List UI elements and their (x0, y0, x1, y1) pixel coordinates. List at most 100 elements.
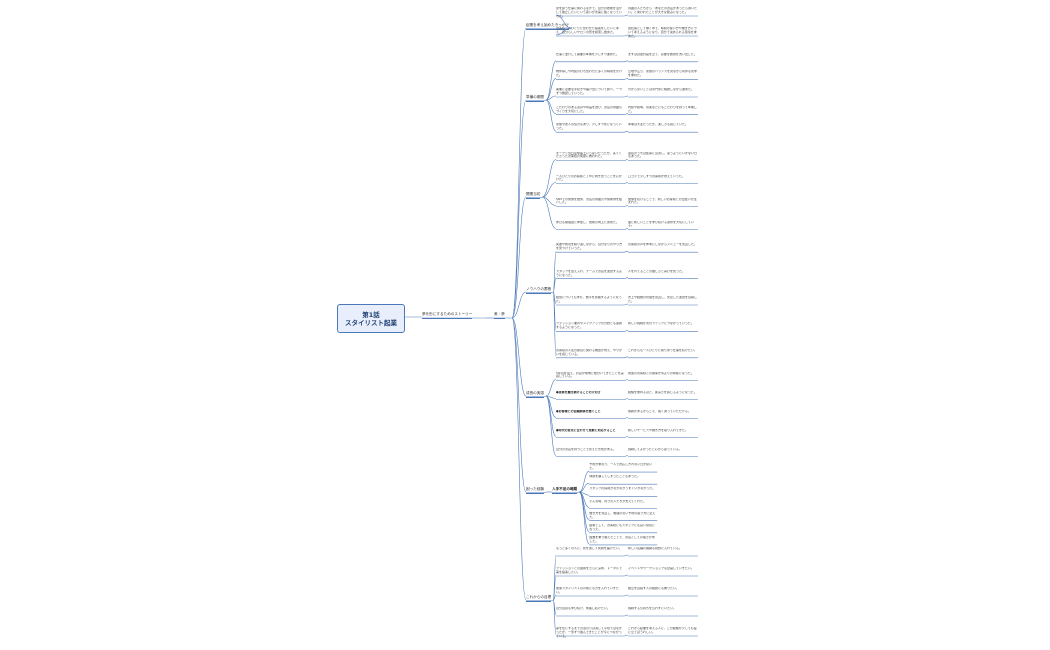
item-node[interactable]: 失敗や成功を繰り返しながら、自分なりのやり方を見つけていった。 (556, 243, 623, 251)
item-node[interactable]: 開業に必要な手続きや届け出について調べ、一つずつ確認していった。 (556, 88, 622, 95)
item-node[interactable]: お客様一人ひとりに合わせた提案をしたいと考え、自分らしいサロンの形を模索し始めた… (556, 27, 619, 34)
item-node[interactable]: 夢を形にするまでの道のりは決して平坦ではなかったが、一歩ずつ進んできたことが今に… (556, 627, 622, 638)
connector (511, 291, 527, 319)
leaf-node[interactable]: 新しい挑戦が次のステップにつながっていった。 (628, 322, 694, 326)
connector (623, 455, 629, 457)
connector (623, 574, 629, 577)
leaf-node[interactable]: 独立を目指す人の相談にも乗りたい。 (628, 587, 680, 590)
branch-label[interactable]: これからの目標 (526, 595, 552, 602)
item-node[interactable]: ●技術を磨き続けることの大切さ (556, 390, 601, 394)
item-node[interactable]: 自分自身も学び続け、成長し続けたい。 (556, 607, 610, 610)
connector (511, 317, 527, 493)
connector (578, 491, 590, 533)
sub-hub-node[interactable]: 美・夢 (494, 312, 505, 319)
connector (578, 491, 590, 545)
leaf-node[interactable]: お客様の声を参考にしながらメニューを見直した。 (628, 243, 698, 247)
connector (552, 599, 557, 636)
connector (623, 130, 629, 133)
leaf-node[interactable]: 常連のお客様との関係が何よりの財産になった。 (628, 371, 694, 375)
leaf-node[interactable]: 立地や広さ、家賃のバランスを見ながら何件も見学を重ねた。 (628, 70, 697, 78)
leaf-node[interactable]: 経験を重ねるほど、奥深さを感じるようになった。 (628, 390, 697, 394)
leaf-node[interactable]: 常に新しいことを学び続ける姿勢を大切にしている。 (628, 220, 694, 228)
connector (623, 356, 629, 359)
connector (623, 14, 629, 17)
item-node[interactable]: 体調を崩してしまったこともあった。 (589, 475, 640, 479)
item-node[interactable]: そんな時、周りの人たちが支えてくれた。 (589, 499, 646, 503)
root-node[interactable]: 第1話 スタイリスト起業 (337, 304, 405, 333)
item-node[interactable]: お客様の人生の節目に関わる機会が増え、やりがいを感じている。 (556, 348, 623, 356)
item-node[interactable]: スタッフを迎え入れ、チームでお店を運営するようになった。 (556, 269, 622, 277)
leaf-node[interactable]: 人を育てることの難しさと喜びを知った。 (628, 269, 685, 273)
item-node[interactable]: ファッションとの連携をさらに深め、トータルで美を提案したい。 (556, 567, 622, 574)
branch-label[interactable]: 起業を考え始めたきっかけ (526, 23, 569, 30)
leaf-node[interactable]: 周囲の人たちから「あなたのお店があったら通いたい」と言われたことが大きな励みにな… (628, 7, 698, 14)
item-node[interactable]: 後輩スタイリストの育成にも力を入れていきたい。 (556, 587, 619, 594)
connector (623, 303, 629, 306)
item-node[interactable]: こだわりのある道具や商品を選び、お店の雰囲気づくりを大切にした。 (556, 105, 623, 113)
leaf-node[interactable]: 会社員として働く中で、時間の使い方や働き方について考えるようになり、自分で決めら… (628, 27, 697, 38)
item-node[interactable]: 家族や友人の協力もあり、少しずつ形になっていった。 (556, 123, 622, 131)
leaf-node[interactable]: 新しい店舗の展開も視野に入れている。 (628, 547, 682, 550)
connector (623, 398, 629, 400)
leaf-node[interactable]: 売上や経費の管理を見直し、安定した運営を目指した。 (628, 296, 698, 303)
leaf-node[interactable]: 発信を続けることで、新しいお客様との出会いが生まれた。 (628, 197, 697, 205)
connector (623, 250, 629, 253)
item-node[interactable]: 髪を扱う仕事に携わるなかで、自分の技術を活かして独立したいという思いが次第に強く… (556, 7, 622, 18)
item-node[interactable]: SNSでの発信を始め、お店の雰囲気や施術例を紹介した。 (556, 197, 623, 205)
item-node[interactable]: 困難を乗り越えたことで、お店としての強さが増した。 (589, 535, 655, 543)
connector (623, 436, 629, 438)
root-line2: スタイリスト起業 (345, 318, 397, 327)
connector (545, 379, 557, 397)
item-node[interactable]: 5年目を迎え、お店が地域に根付いてきたことを実感している。 (556, 371, 624, 379)
item-node[interactable]: 仕事と並行して開業の準備を少しずつ進めた。 (556, 52, 619, 56)
item-node[interactable]: 経営についても学び、数字を意識するようになった。 (556, 296, 622, 303)
connector (623, 379, 629, 381)
item-node[interactable]: ●時代の変化に合わせて柔軟に対応すること (556, 428, 616, 432)
item-node[interactable]: 自分のお店を持つことで見えた景色がある。 (556, 447, 616, 451)
leaf-node[interactable]: 信頼があるからこそ、長く通っていただける。 (628, 409, 691, 413)
leaf-node[interactable]: まずは資金計画を立て、必要な費用を洗い出した。 (628, 52, 697, 56)
branch-label[interactable]: ノウハウの蓄積 (526, 287, 552, 294)
item-node[interactable]: スタッフの採用がなかなかうまくいかなかった。 (589, 487, 656, 491)
item-node[interactable]: 休日も勉強会に参加し、技術の向上に努めた。 (556, 220, 620, 224)
leaf-node[interactable]: これから起業を考える人に、この経験が少しでも役に立てばうれしい。 (628, 627, 697, 634)
connector (545, 395, 557, 456)
item-node[interactable]: オープン当日は緊張でいっぱいだったが、来てくださったお客様の笑顔に救われた。 (556, 151, 622, 159)
connector (545, 95, 557, 101)
leaf-node[interactable]: 挑戦してよかったと心から思っている。 (628, 447, 682, 451)
connector (553, 594, 557, 601)
connector (623, 554, 629, 557)
item-node[interactable]: ●お客様との信頼関係を築くこと (556, 409, 601, 413)
connector (623, 614, 629, 617)
leaf-node[interactable]: これからも一人ひとりに寄り添う仕事を続けたい。 (628, 348, 697, 352)
connector (623, 159, 629, 161)
branch-label[interactable]: 準備の期間 (526, 95, 544, 102)
connector (623, 417, 629, 419)
leaf-node[interactable]: 準備は大変だったが、楽しさも感じていた。 (628, 123, 688, 127)
leaf-node[interactable]: 最初のうちは集客に苦労し、思うようにいかない日もあった。 (628, 151, 698, 159)
item-node[interactable]: 働き方を見直し、無理のない予約の取り方に変えた。 (589, 511, 656, 519)
leaf-node[interactable]: 新しいサービスや働き方を取り入れてきた。 (628, 428, 688, 432)
item-node[interactable]: 一人ひとりのお客様と丁寧に向き合うことを心がけた。 (556, 174, 622, 182)
leaf-node[interactable]: イベントやワークショップも企画していきたい。 (628, 567, 694, 570)
connector (552, 277, 557, 293)
branch-label[interactable]: 成長の実感 (526, 391, 544, 398)
connector (552, 574, 557, 601)
item-node[interactable]: 予約が重なり、一人で対応しきれない日が続いた。 (589, 463, 653, 470)
item-node[interactable]: 結果として、お客様にもスタッフにも良い環境になった。 (589, 523, 655, 531)
leaf-node[interactable]: 内装や照明、音楽などにもこだわりを持って準備した。 (628, 105, 697, 113)
leaf-node[interactable]: 口コミで少しずつお客様が増えていった。 (628, 174, 685, 178)
connector (623, 330, 629, 332)
item-node[interactable]: ファッション業界やメイクアップの分野とも連携するようになった。 (556, 322, 622, 330)
leaf-node[interactable]: 分からないことは専門家に相談しながら進めた。 (628, 88, 695, 91)
connector (542, 182, 557, 198)
hub-node[interactable]: 夢を形にするためのストーリー (422, 312, 473, 319)
connector (623, 95, 629, 98)
item-node[interactable]: もっと多くの人に、髪を通して笑顔を届けたい。 (556, 547, 622, 550)
connector (579, 482, 590, 493)
item-node[interactable]: 物件探しや内装の打ち合わせに多くの時間をかけた。 (556, 70, 622, 78)
leaf-node[interactable]: 挑戦する気持ちを忘れずにいたい。 (628, 607, 677, 610)
branch-label[interactable]: 困った経験 (526, 487, 544, 494)
branch-label[interactable]: 開業当初 (526, 192, 541, 199)
sub-branch-label[interactable]: 人手不足の時期 (552, 487, 578, 494)
